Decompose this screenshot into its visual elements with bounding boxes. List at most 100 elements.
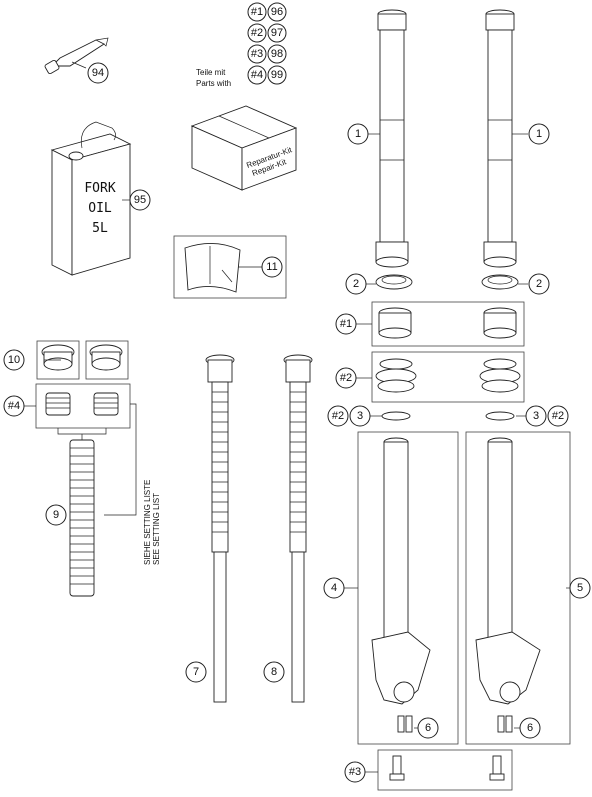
bushing-left — [378, 307, 412, 339]
callout-1-left: 1 — [347, 123, 369, 145]
svg-text:3: 3 — [357, 410, 363, 422]
callout-94: 94 — [87, 62, 109, 84]
callout-6-left: 6 — [417, 717, 439, 739]
fork-oil-can: FORK OIL 5L — [50, 121, 132, 276]
callout-3-right: 3 — [525, 405, 547, 427]
damper-cartridge-8 — [283, 354, 313, 703]
seal-a-frame — [36, 340, 80, 380]
svg-text:7: 7 — [193, 666, 199, 678]
callout-10: 10 — [3, 349, 25, 371]
seal-set-frame — [371, 351, 525, 403]
guide-clip-right — [481, 274, 519, 290]
clip-kit-frame — [173, 235, 287, 299]
svg-text:11: 11 — [266, 261, 277, 273]
svg-text:#3: #3 — [251, 48, 263, 60]
short-spring-b — [93, 392, 119, 416]
svg-text:96: 96 — [271, 6, 283, 18]
kit-map-row-4: #4 99 — [247, 65, 287, 85]
kit-label-en: Parts with — [196, 79, 231, 88]
svg-text:#2: #2 — [340, 372, 352, 384]
callout-9: 9 — [45, 504, 67, 526]
callout-group-3: #3 — [344, 761, 366, 783]
callout-5: 5 — [569, 577, 591, 599]
clip-part — [184, 243, 241, 293]
callout-2-right: 2 — [528, 273, 550, 295]
svg-text:5: 5 — [577, 582, 583, 594]
svg-text:9: 9 — [53, 509, 59, 521]
fork-leg-left — [371, 437, 431, 733]
bottom-bolt-right — [489, 755, 505, 781]
callout-95: 95 — [129, 189, 151, 211]
leader-lines — [24, 61, 570, 773]
bottom-bolt-left — [389, 755, 405, 781]
svg-text:#3: #3 — [349, 766, 361, 778]
svg-text:#4: #4 — [251, 69, 263, 81]
callout-group-2-left: #2 — [327, 405, 349, 427]
svg-text:1: 1 — [355, 128, 361, 140]
svg-text:6: 6 — [527, 722, 533, 734]
svg-text:97: 97 — [271, 27, 283, 39]
seal-stack-left — [375, 358, 417, 393]
callout-group-4: #4 — [3, 395, 25, 417]
svg-text:4: 4 — [331, 582, 337, 594]
kit-label-de: Teile mit — [196, 68, 226, 77]
short-spring-a — [45, 392, 71, 416]
svg-text:94: 94 — [92, 67, 104, 79]
seal-cap-a — [41, 344, 75, 371]
svg-text:95: 95 — [134, 194, 146, 206]
repair-kit-box: Reparatur-Kit Repair-Kit — [190, 105, 298, 191]
setting-list-en: SEE SETTING LIST — [152, 493, 161, 565]
setting-leader — [104, 403, 137, 516]
callout-11: 11 — [261, 256, 283, 278]
callout-1-right: 1 — [528, 123, 550, 145]
svg-text:#2: #2 — [251, 27, 263, 39]
damper-cartridge-7 — [205, 354, 235, 703]
svg-text:#2: #2 — [552, 410, 564, 422]
seal-stack-right — [479, 358, 521, 393]
callout-group-2-right: #2 — [547, 405, 569, 427]
oil-can-label-line2: OIL — [88, 201, 112, 216]
spring-connector — [57, 428, 107, 440]
svg-text:#1: #1 — [251, 6, 263, 18]
svg-text:2: 2 — [353, 278, 359, 290]
setting-list-de: SIEHE SETTING LISTE — [143, 480, 152, 565]
main-spring — [69, 439, 95, 597]
fork-leg-right — [475, 437, 541, 733]
bushing-right — [483, 307, 517, 339]
o-ring-right — [485, 411, 515, 421]
callout-3-left: 3 — [349, 405, 371, 427]
svg-text:8: 8 — [271, 666, 277, 678]
oil-can-label-line3: 5L — [92, 221, 108, 236]
svg-text:#1: #1 — [340, 318, 352, 330]
kit-map-row-1: #1 96 — [247, 2, 287, 22]
guide-clip-left — [375, 274, 413, 290]
svg-text:#4: #4 — [8, 400, 20, 412]
svg-text:99: 99 — [271, 69, 283, 81]
bolt-set-frame — [377, 749, 513, 791]
callout-6-right: 6 — [519, 717, 541, 739]
grease-tube — [44, 37, 109, 75]
svg-text:1: 1 — [536, 128, 542, 140]
svg-text:10: 10 — [8, 354, 20, 366]
svg-text:2: 2 — [536, 278, 542, 290]
callout-4: 4 — [323, 577, 345, 599]
callout-2-left: 2 — [345, 273, 367, 295]
callout-8: 8 — [263, 661, 285, 683]
o-ring-left — [381, 411, 411, 421]
seal-cap-b — [89, 344, 123, 371]
kit-map-row-2: #2 97 — [247, 23, 287, 43]
outer-tube-left — [375, 9, 409, 268]
oil-can-label-line1: FORK — [84, 181, 115, 196]
kit-map-row-3: #3 98 — [247, 44, 287, 64]
svg-text:98: 98 — [271, 48, 283, 60]
outer-tube-right — [483, 9, 517, 268]
svg-text:3: 3 — [533, 410, 539, 422]
callout-7: 7 — [185, 661, 207, 683]
seal-b-frame — [85, 340, 129, 380]
svg-text:#2: #2 — [332, 410, 344, 422]
callout-group-1: #1 — [335, 313, 357, 335]
svg-text:6: 6 — [425, 722, 431, 734]
callout-group-2: #2 — [335, 367, 357, 389]
